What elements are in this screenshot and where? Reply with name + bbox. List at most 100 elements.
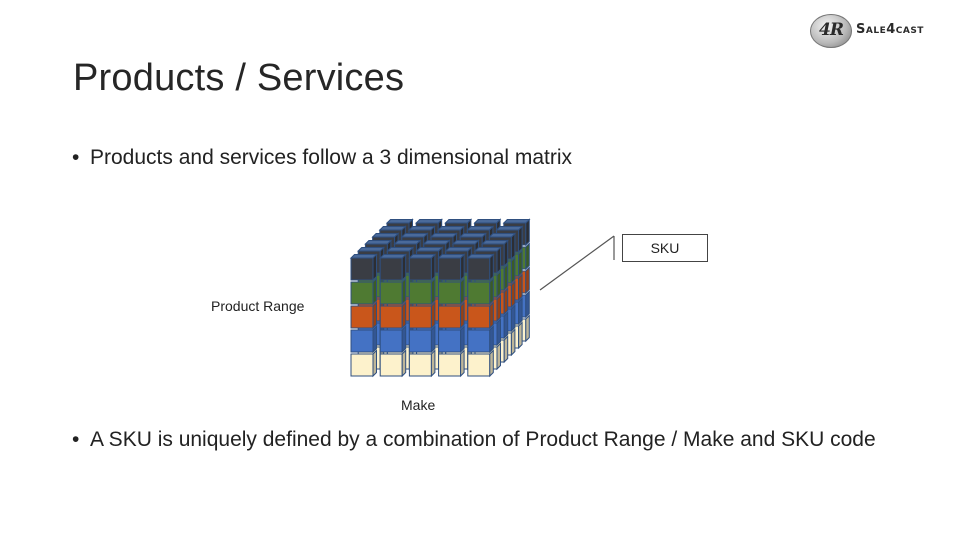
cube-top — [437, 254, 466, 259]
cube-top — [349, 254, 378, 259]
cube-side — [489, 277, 494, 306]
cube-top — [488, 233, 517, 238]
cube-side — [496, 342, 501, 371]
cube-side — [503, 239, 509, 268]
cube-top — [393, 240, 422, 245]
cube-top — [364, 240, 393, 245]
logo-text: Sale4cast — [856, 22, 924, 37]
cube-front — [467, 353, 491, 377]
cube-side — [496, 270, 501, 299]
cube-side — [430, 325, 436, 354]
cube-top — [466, 226, 495, 231]
logo-monogram: 4R — [819, 20, 844, 40]
cube-front — [379, 305, 403, 329]
cube-front — [350, 329, 374, 353]
cube-side — [510, 232, 516, 261]
cube-side — [510, 256, 516, 285]
cube-top — [502, 219, 531, 224]
cube-top — [429, 233, 458, 238]
cube-front — [408, 281, 432, 305]
cube-front — [379, 281, 403, 305]
cube-side — [430, 301, 436, 330]
cube-side — [518, 321, 523, 350]
cube-side — [525, 266, 530, 295]
cube-front — [467, 329, 491, 353]
cube-side — [430, 253, 436, 282]
cube-top — [495, 226, 524, 231]
cube-front — [467, 257, 491, 281]
cube-front — [408, 305, 432, 329]
cube-front — [350, 257, 374, 281]
cube-top — [444, 247, 473, 252]
cube-front — [379, 353, 403, 377]
cube-side — [525, 290, 530, 319]
cube-side — [401, 301, 407, 330]
bullet-marker: • — [72, 146, 80, 169]
bullet-text: A SKU is uniquely defined by a combinati… — [90, 428, 876, 451]
cube-side — [372, 301, 377, 330]
cube-top — [386, 247, 415, 252]
cube-top — [407, 226, 436, 231]
cube-side — [518, 225, 523, 254]
cube-top — [451, 240, 480, 245]
cube-top — [371, 233, 400, 238]
cube-side — [518, 249, 523, 278]
cube-group — [349, 218, 531, 378]
cube-side — [503, 311, 509, 340]
logo-badge: 4R — [810, 14, 852, 48]
cube-front — [350, 305, 374, 329]
cube-top — [473, 247, 502, 252]
cube-top — [422, 240, 451, 245]
cube-front — [438, 353, 462, 377]
cube-front — [379, 257, 403, 281]
cube-top — [378, 254, 407, 259]
cube-side — [525, 218, 530, 247]
cube-front — [350, 353, 374, 377]
cube-side — [503, 335, 509, 364]
cube-side — [401, 277, 407, 306]
cube-side — [510, 280, 516, 309]
cube-top — [385, 219, 414, 224]
cube-side — [518, 273, 523, 302]
cube-side — [401, 325, 407, 354]
cube-front — [467, 281, 491, 305]
cube-side — [460, 349, 465, 378]
cube-side — [510, 304, 516, 333]
sku-label-box: SKU — [622, 234, 708, 262]
cube-top — [356, 247, 385, 252]
bullet-text: Products and services follow a 3 dimensi… — [90, 146, 573, 169]
cube-side — [460, 325, 465, 354]
product-range-label: Product Range — [211, 298, 305, 314]
bullet-1: • Products and services follow a 3 dimen… — [72, 146, 772, 172]
cube-side — [503, 263, 509, 292]
cube-side — [430, 277, 436, 306]
make-label: Make — [401, 397, 436, 413]
cube-side — [401, 349, 407, 378]
cube-side — [496, 318, 501, 347]
cube-top — [480, 240, 509, 245]
cube-top — [466, 254, 495, 259]
cube-side — [489, 349, 494, 378]
cube-side — [372, 277, 377, 306]
cube-front — [438, 329, 462, 353]
cube-top — [378, 226, 407, 231]
cube-top — [444, 219, 473, 224]
cube-side — [496, 246, 501, 275]
cube-top — [473, 219, 502, 224]
cube-side — [460, 301, 465, 330]
cube-front — [408, 329, 432, 353]
cube-top — [400, 233, 429, 238]
cube-top — [408, 254, 437, 259]
cube-side — [510, 328, 516, 357]
cube-front — [408, 353, 432, 377]
cube-side — [518, 297, 523, 326]
cube-top — [415, 247, 444, 252]
cube-side — [489, 301, 494, 330]
cube-top — [436, 226, 465, 231]
cube-side — [525, 314, 530, 343]
cube-side — [489, 325, 494, 354]
cube-top — [414, 219, 443, 224]
cube-front — [350, 281, 374, 305]
